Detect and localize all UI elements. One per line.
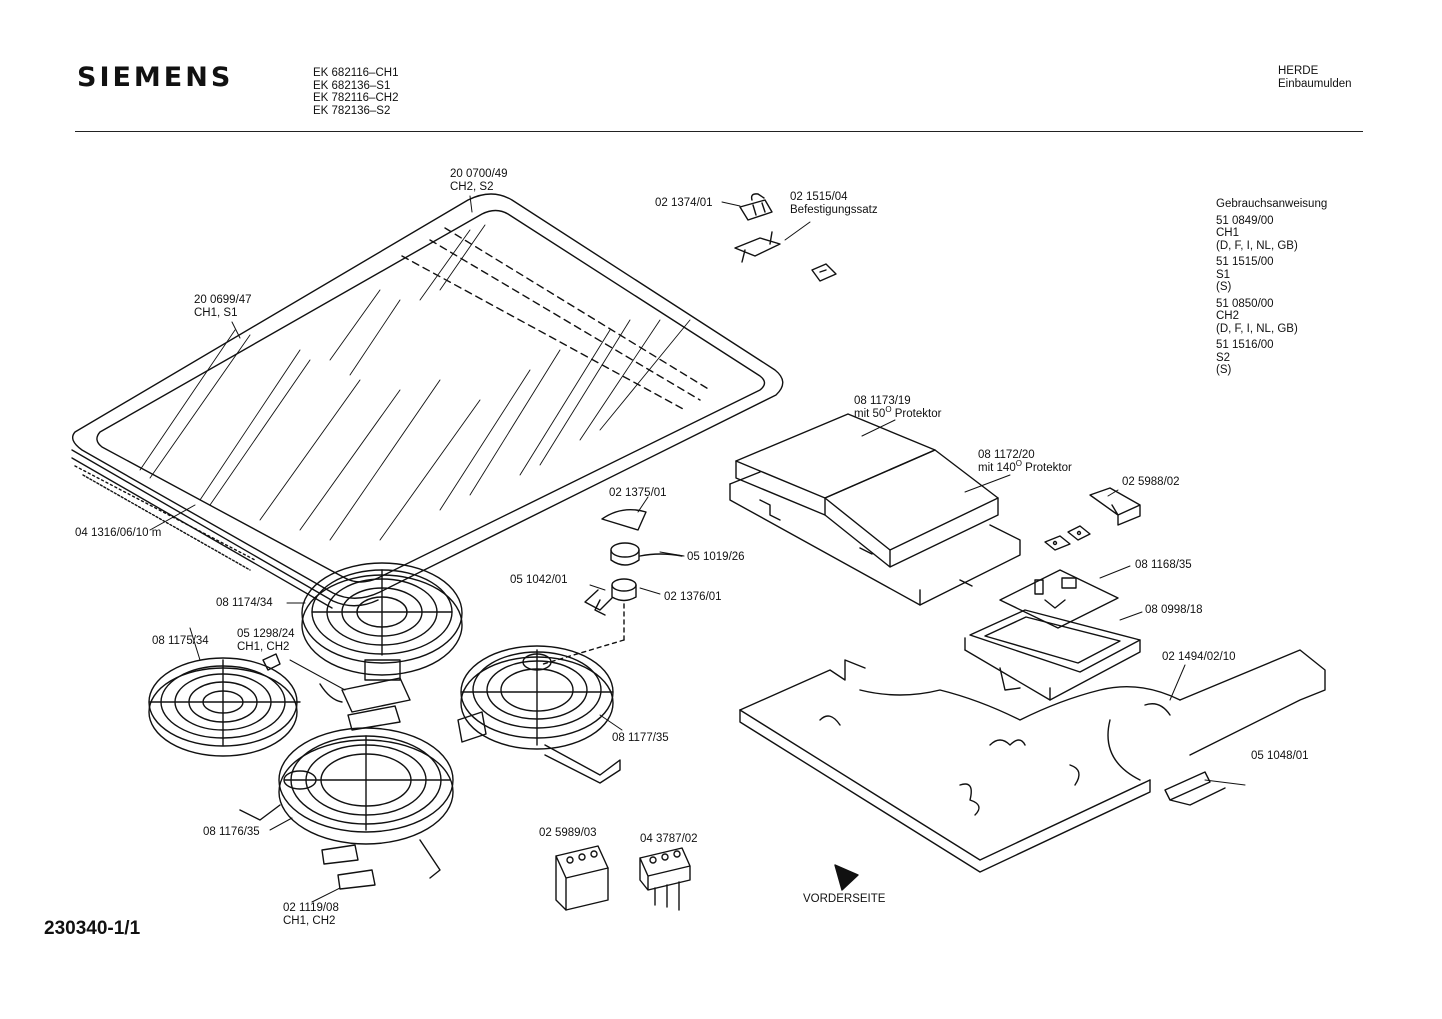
connector-blocks [555, 845, 691, 911]
manual-entry: 51 0849/00 CH1 (D, F, I, NL, GB) [1216, 215, 1327, 253]
part-label-terminal: 05 1298/24 CH1, CH2 [237, 628, 295, 654]
part-note: CH1, S1 [194, 307, 238, 319]
manual-part-number: 51 0850/00 [1216, 297, 1274, 310]
header-divider [75, 131, 1363, 132]
manual-list: Gebrauchsanweisung 51 0849/00 CH1 (D, F,… [1216, 198, 1327, 377]
leader-lines [149, 195, 1246, 903]
part-label-block-b: 04 3787/02 [640, 833, 698, 845]
part-label-plate-50: 08 1173/19 mit 50O Protektor [854, 395, 941, 421]
manual-entry: 51 0850/00 CH2 (D, F, I, NL, GB) [1216, 298, 1327, 336]
part-label-glass-ch2s2: 20 0700/49 CH2, S2 [450, 168, 508, 194]
part-note-text: mit 50 [854, 408, 886, 420]
degree-mark: O [885, 405, 892, 415]
manual-entry: 51 1515/00 S1 (S) [1216, 256, 1327, 294]
part-number: 08 1173/19 [854, 395, 911, 407]
part-note-text: mit 140 [978, 462, 1016, 474]
glass-ceramic-plate [71, 193, 784, 609]
part-label-bracket: 02 1374/01 [655, 197, 713, 209]
part-note: CH1, CH2 [237, 641, 290, 653]
part-number: 20 0699/47 [194, 294, 252, 306]
category-subtitle: Einbaumulden [1278, 78, 1352, 90]
part-note: mit 50O Protektor [854, 405, 942, 421]
terminal-block [319, 677, 411, 731]
manual-variant: S2 [1216, 351, 1231, 364]
category-title: HERDE [1278, 65, 1319, 77]
part-label-burner-1177: 08 1177/35 [612, 732, 669, 744]
manual-variant: S1 [1216, 268, 1231, 281]
part-label-glass-ch1s1: 20 0699/47 CH1, S1 [194, 294, 252, 320]
manual-list-title: Gebrauchsanweisung [1216, 198, 1328, 210]
manual-part-number: 51 0849/00 [1216, 214, 1274, 227]
manual-entry: 51 1516/00 S2 (S) [1216, 339, 1327, 377]
part-label-block-a: 02 5989/03 [539, 827, 597, 839]
part-number: 02 1515/04 [790, 191, 848, 203]
part-label-sensor: 05 1019/26 [687, 551, 745, 563]
part-label-lamp: 05 1042/01 [510, 574, 568, 586]
part-note-text: Protektor [1021, 462, 1072, 474]
model-number: EK 782136–S2 [313, 104, 391, 117]
part-label-board: 08 1168/35 [1135, 559, 1192, 571]
model-number: EK 782116–CH2 [313, 92, 399, 104]
part-label-seal: 04 1316/06/10 m [75, 527, 162, 539]
manual-part-number: 51 1516/00 [1216, 339, 1274, 351]
hotplate-protector-plates [729, 413, 1021, 606]
front-arrow [834, 864, 859, 891]
control-board-assembly [964, 569, 1141, 701]
part-number: 02 1119/08 [283, 902, 339, 914]
part-note: mit 140O Protektor [978, 459, 1072, 475]
mounting-brackets [734, 193, 837, 282]
part-label-strain: 02 1119/08 CH1, CH2 [283, 902, 339, 928]
radiant-heater-1174 [301, 562, 463, 681]
manual-variant: CH2 [1216, 310, 1240, 322]
part-label-cover: 02 1375/01 [609, 487, 667, 499]
part-label-ring: 02 1376/01 [664, 591, 722, 603]
part-label-mount-kit: 02 1515/04 Befestigungssatz [790, 191, 878, 217]
manual-languages: (S) [1216, 281, 1232, 293]
part-note: CH2, S2 [450, 181, 494, 193]
part-label-plate-140: 08 1172/20 mit 140O Protektor [978, 449, 1072, 475]
part-label-holder-a: 02 5988/02 [1122, 476, 1180, 488]
manual-languages: (S) [1216, 364, 1232, 376]
part-label-burner-1175: 08 1175/34 [152, 635, 209, 647]
part-label-frame: 08 0998/18 [1145, 604, 1203, 616]
manual-part-number: 51 1515/00 [1216, 256, 1274, 268]
model-number: EK 682136–S1 [313, 79, 391, 92]
part-note: CH1, CH2 [283, 915, 336, 927]
bottom-tray [739, 649, 1326, 873]
part-label-clip: 02 1494/02/10 [1162, 651, 1236, 663]
manual-languages: (D, F, I, NL, GB) [1216, 322, 1298, 335]
sensor-parts [539, 509, 683, 666]
radiant-heater-1177 [457, 645, 621, 784]
category-block: HERDE Einbaumulden [1278, 65, 1352, 91]
part-number: 20 0700/49 [450, 168, 508, 180]
small-holders [1044, 487, 1141, 551]
part-label-burner-1174: 08 1174/34 [216, 597, 273, 609]
degree-mark: O [1015, 459, 1022, 469]
radiant-heater-1176 [239, 727, 454, 890]
part-note: Befestigungssatz [790, 204, 878, 216]
part-label-burner-1176: 08 1176/35 [203, 826, 260, 838]
front-side-label: VORDERSEITE [803, 893, 886, 905]
radiant-heater-1175 [148, 653, 301, 757]
part-label-rail: 05 1048/01 [1251, 750, 1309, 762]
part-number: 08 1172/20 [978, 449, 1035, 461]
manual-languages: (D, F, I, NL, GB) [1216, 239, 1298, 252]
model-list: EK 682116–CH1 EK 682136–S1 EK 782116–CH2… [313, 67, 398, 117]
part-note-text: Protektor [891, 408, 942, 420]
model-number: EK 682116–CH1 [313, 67, 399, 79]
manual-variant: CH1 [1216, 227, 1240, 239]
part-number: 05 1298/24 [237, 628, 295, 640]
sheet-number: 230340-1/1 [44, 918, 141, 939]
siemens-logo: SIEMENS [77, 62, 234, 93]
